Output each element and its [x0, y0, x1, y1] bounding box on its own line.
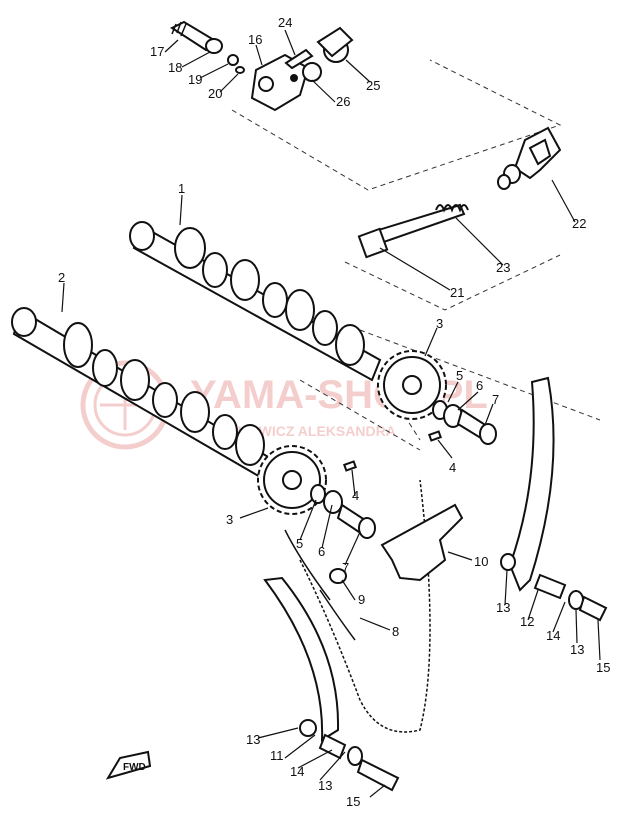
label-part-13d: 13 — [570, 642, 584, 657]
label-part-22: 22 — [572, 216, 586, 231]
label-part-7a: 7 — [492, 392, 499, 407]
tensioner-assembly — [169, 20, 354, 112]
part-labels: 1 2 3 3 4 4 5 5 6 6 7 7 8 9 10 11 12 13 … — [58, 15, 610, 809]
label-part-21: 21 — [450, 285, 464, 300]
cover-assembly — [357, 126, 562, 259]
label-part-18: 18 — [168, 60, 182, 75]
label-part-13c: 13 — [318, 778, 332, 793]
label-part-15b: 15 — [596, 660, 610, 675]
chain-guide-12 — [500, 376, 608, 622]
label-part-6a: 6 — [476, 378, 483, 393]
label-part-5a: 5 — [456, 368, 463, 383]
label-part-20: 20 — [208, 86, 222, 101]
leader-lines — [61, 29, 601, 798]
sprocket-upper — [377, 350, 447, 420]
label-part-8: 8 — [392, 624, 399, 639]
label-part-4b: 4 — [352, 488, 359, 503]
label-part-23: 23 — [496, 260, 510, 275]
label-part-16: 16 — [248, 32, 262, 47]
label-part-15a: 15 — [346, 794, 360, 809]
cam-chain — [284, 479, 431, 733]
camshaft-2 — [11, 307, 272, 480]
label-part-14a: 14 — [290, 764, 304, 779]
label-part-5b: 5 — [296, 536, 303, 551]
label-part-2: 2 — [58, 270, 65, 285]
sprocket-fasteners — [310, 400, 497, 584]
label-part-10: 10 — [474, 554, 488, 569]
label-part-13a: 13 — [246, 732, 260, 747]
camshaft-1 — [129, 221, 382, 382]
label-part-24: 24 — [278, 15, 292, 30]
label-part-25: 25 — [366, 78, 380, 93]
label-part-3a: 3 — [436, 316, 443, 331]
label-part-14b: 14 — [546, 628, 560, 643]
chain-guide-11 — [263, 576, 400, 792]
label-part-3b: 3 — [226, 512, 233, 527]
label-part-13b: 13 — [496, 600, 510, 615]
label-part-26: 26 — [336, 94, 350, 109]
label-part-11: 11 — [270, 748, 284, 763]
sprocket-lower — [257, 445, 327, 515]
label-part-12: 12 — [520, 614, 534, 629]
label-part-6b: 6 — [318, 544, 325, 559]
label-part-1: 1 — [178, 181, 185, 196]
label-part-19: 19 — [188, 72, 202, 87]
fwd-label: FWD — [123, 762, 146, 773]
label-part-7b: 7 — [342, 560, 349, 575]
chain-guide-10 — [380, 503, 464, 582]
label-part-17: 17 — [150, 44, 164, 59]
label-part-4a: 4 — [449, 460, 456, 475]
label-part-9: 9 — [358, 592, 365, 607]
fwd-arrow-icon: FWD — [105, 750, 152, 780]
